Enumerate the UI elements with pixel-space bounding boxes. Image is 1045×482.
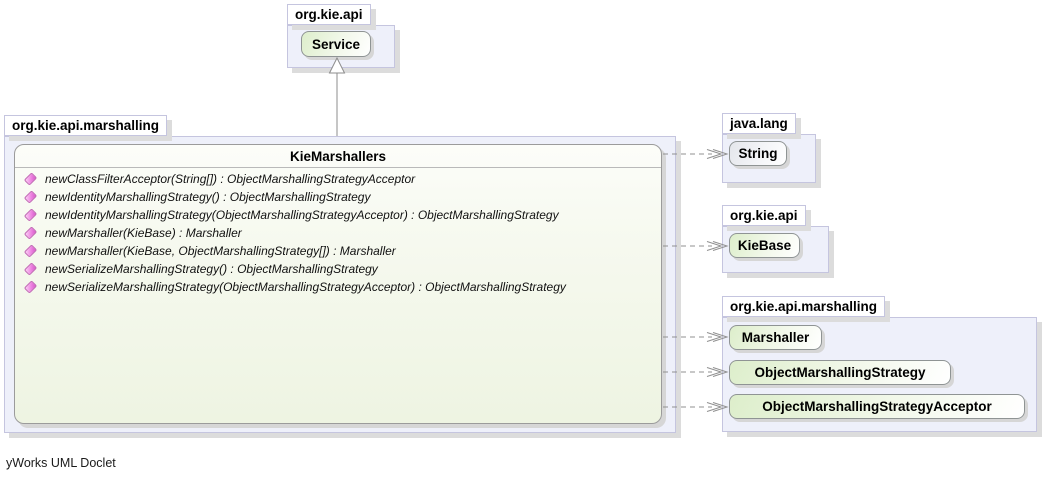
class-node-kiemarshallers[interactable]: KieMarshallers newClassFilterAcceptor(St… bbox=[14, 144, 662, 424]
method-row[interactable]: newIdentityMarshallingStrategy() : Objec… bbox=[15, 188, 661, 206]
package-tab-org-kie-api-top[interactable]: org.kie.api bbox=[287, 4, 371, 25]
doclet-credit-label: yWorks UML Doclet bbox=[6, 456, 116, 470]
method-icon bbox=[23, 280, 38, 294]
method-signature: newIdentityMarshallingStrategy() : Objec… bbox=[45, 190, 371, 204]
class-node-service[interactable]: Service bbox=[301, 31, 371, 57]
open-arrowhead-icon bbox=[706, 149, 723, 159]
class-node-objectmarshallingstrategy[interactable]: ObjectMarshallingStrategy bbox=[729, 360, 951, 385]
method-signature: newSerializeMarshallingStrategy(ObjectMa… bbox=[45, 280, 566, 294]
method-row[interactable]: newClassFilterAcceptor(String[]) : Objec… bbox=[15, 170, 661, 188]
class-node-objectmarshallingstrategyacceptor[interactable]: ObjectMarshallingStrategyAcceptor bbox=[729, 394, 1025, 419]
method-signature: newMarshaller(KieBase, ObjectMarshalling… bbox=[45, 244, 396, 258]
open-arrowhead-icon bbox=[706, 241, 723, 251]
package-tab-java-lang[interactable]: java.lang bbox=[722, 113, 796, 134]
method-row[interactable]: newMarshaller(KieBase, ObjectMarshalling… bbox=[15, 242, 661, 260]
package-tab-org-kie-api-right[interactable]: org.kie.api bbox=[722, 205, 806, 226]
open-arrowhead-icon bbox=[706, 367, 723, 377]
method-icon bbox=[23, 208, 38, 222]
method-icon bbox=[23, 262, 38, 276]
generalization-edge-service bbox=[328, 56, 346, 136]
method-signature: newSerializeMarshallingStrategy() : Obje… bbox=[45, 262, 378, 276]
package-tab-org-kie-api-marshalling-right[interactable]: org.kie.api.marshalling bbox=[722, 296, 886, 317]
class-node-marshaller[interactable]: Marshaller bbox=[729, 325, 822, 350]
package-tab-org-kie-api-marshalling-main[interactable]: org.kie.api.marshalling bbox=[4, 115, 168, 136]
class-title-kiemarshallers: KieMarshallers bbox=[15, 145, 661, 168]
method-icon bbox=[23, 226, 38, 240]
method-row[interactable]: newSerializeMarshallingStrategy() : Obje… bbox=[15, 260, 661, 278]
class-node-kiebase[interactable]: KieBase bbox=[729, 233, 800, 258]
method-signature: newMarshaller(KieBase) : Marshaller bbox=[45, 226, 242, 240]
method-list: newClassFilterAcceptor(String[]) : Objec… bbox=[15, 168, 661, 296]
method-icon bbox=[23, 172, 38, 186]
method-row[interactable]: newIdentityMarshallingStrategy(ObjectMar… bbox=[15, 206, 661, 224]
method-icon bbox=[23, 244, 38, 258]
method-icon bbox=[23, 190, 38, 204]
method-signature: newIdentityMarshallingStrategy(ObjectMar… bbox=[45, 208, 559, 222]
open-arrowhead-icon bbox=[706, 332, 723, 342]
method-row[interactable]: newMarshaller(KieBase) : Marshaller bbox=[15, 224, 661, 242]
method-signature: newClassFilterAcceptor(String[]) : Objec… bbox=[45, 172, 416, 186]
method-row[interactable]: newSerializeMarshallingStrategy(ObjectMa… bbox=[15, 278, 661, 296]
open-arrowhead-icon bbox=[706, 402, 723, 412]
class-node-string[interactable]: String bbox=[729, 141, 787, 166]
